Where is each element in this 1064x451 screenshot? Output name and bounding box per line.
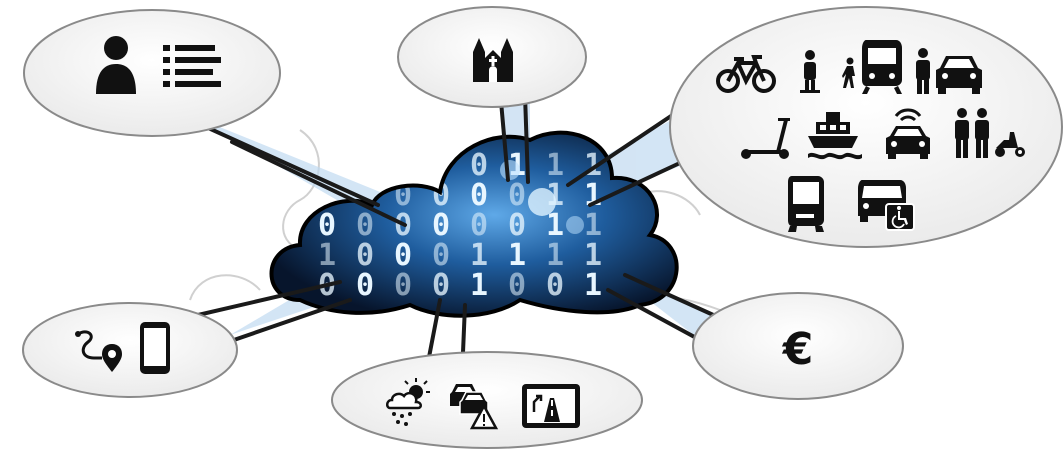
connector-route-device [183,280,342,320]
binary-digit: 1 [546,208,564,243]
tram-icon [788,176,824,232]
binary-digit: 0 [432,238,450,273]
binary-digit: 1 [470,268,488,303]
binary-digit: 1 [584,148,602,183]
ferry-icon [808,112,862,160]
weather-icon [386,378,430,426]
user-icon [96,36,136,94]
binary-digit: 1 [508,238,526,273]
binary-digit: 1 [546,148,564,183]
binary-digit: 0 [470,148,488,183]
scooter-person-icon [800,50,820,93]
binary-digit: 1 [584,268,602,303]
bicycle-icon [716,55,776,93]
binary-digit: 0 [356,238,374,273]
car-icon [936,56,982,94]
traffic-warning-icon [450,384,499,430]
binary-digit: 0 [394,268,412,303]
route-pin-icon [75,330,122,372]
binary-digit: 0 [432,208,450,243]
connector-user-profile [193,120,380,207]
binary-digit: 0 [508,178,526,213]
binary-digit: 0 [432,268,450,303]
binary-digit: 1 [546,238,564,273]
connected-car-icon [886,108,930,159]
bubble-payment [692,292,904,400]
road-sign-icon [522,384,580,428]
connector-poi-2 [523,93,530,184]
binary-digit: 0 [470,208,488,243]
connector-user-profile-2 [230,140,407,227]
binary-digit: 1 [394,148,412,183]
moped-icon [995,132,1025,157]
connector-route-device-2 [226,298,352,344]
binary-digit: 1 [584,208,602,243]
smartphone-icon [140,322,170,374]
bubble-route-device [22,302,238,398]
connector-payment [623,273,722,320]
binary-digit: 0 [508,208,526,243]
list-icon [163,45,221,87]
church-icon [473,38,513,82]
bubble-user-profile [23,9,281,137]
binary-digit: 0 [508,268,526,303]
accessible-vehicle-icon [858,180,915,231]
train-icon [862,40,902,94]
people-icon [955,108,989,158]
binary-digit: 0 [546,268,564,303]
binary-digit: 0 [318,208,336,243]
person-icon [916,48,930,94]
kick-scooter-icon [741,118,790,159]
binary-digit: 0 [470,178,488,213]
binary-digit: 1 [356,148,374,183]
euro-icon: € [782,324,814,375]
binary-digit: 0 [394,238,412,273]
connector-payment-2 [606,288,702,342]
binary-digit: 0 [356,268,374,303]
binary-digit: 1 [470,238,488,273]
binary-digit: 1 [318,238,336,273]
connector-transport [566,108,682,187]
binary-digit: 0 [356,208,374,243]
pedestrian-icon [842,57,855,88]
binary-digit: 1 [584,238,602,273]
